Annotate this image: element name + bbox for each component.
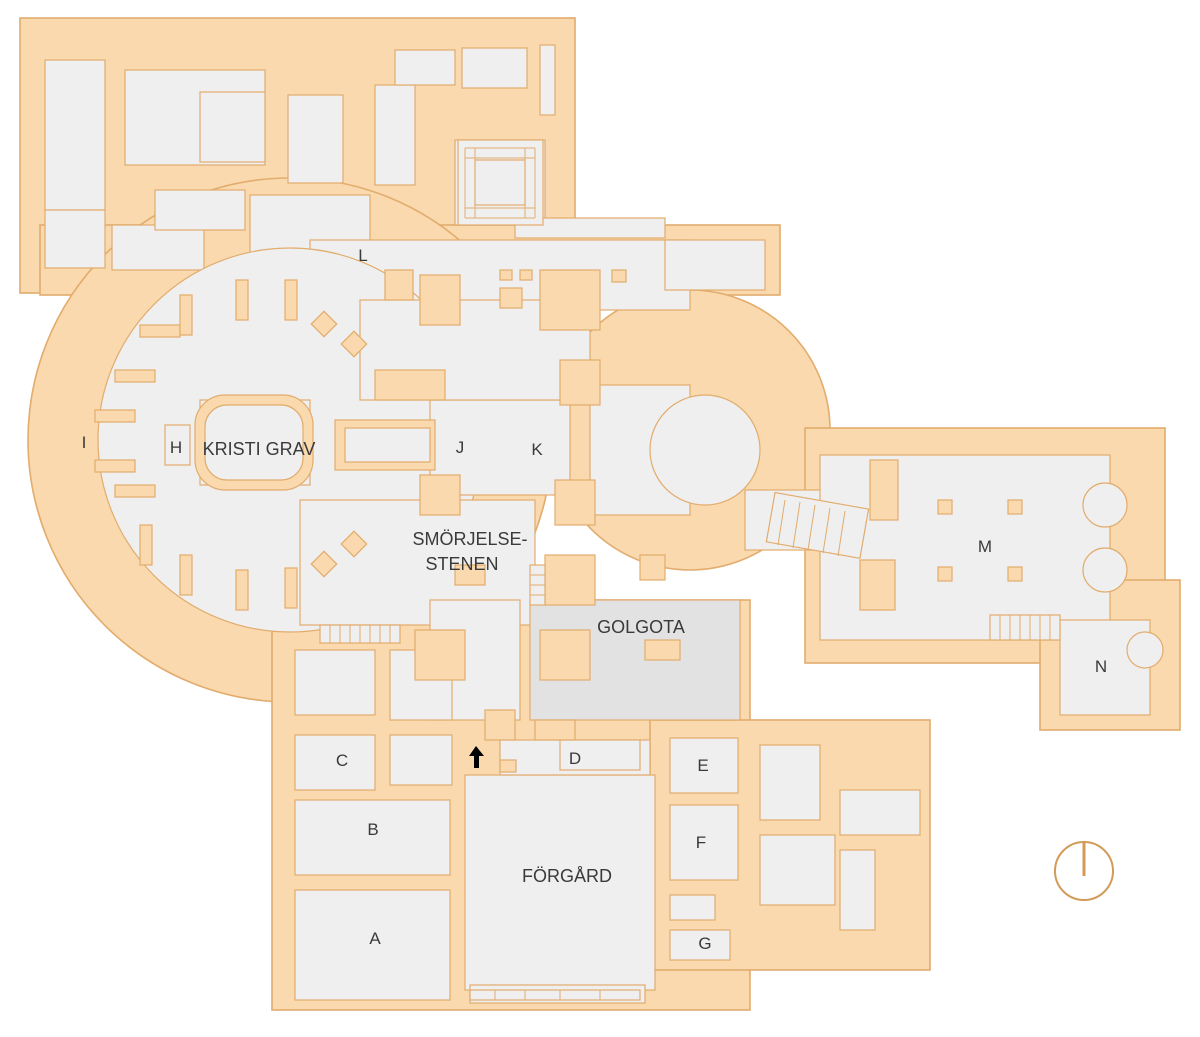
label-b: B bbox=[367, 820, 378, 839]
label-kristi-grav: KRISTI GRAV bbox=[203, 439, 316, 459]
room-labels: KRISTI GRAV SMÖRJELSE- STENEN GOLGOTA FÖ… bbox=[82, 246, 1108, 953]
label-l: L bbox=[358, 246, 367, 265]
label-i: I bbox=[82, 433, 87, 452]
label-smorjelse-line2: STENEN bbox=[425, 554, 498, 574]
piers bbox=[94, 269, 1023, 773]
label-golgota: GOLGOTA bbox=[597, 617, 685, 637]
label-d: D bbox=[569, 749, 581, 768]
label-forgard: FÖRGÅRD bbox=[522, 866, 612, 886]
label-a: A bbox=[369, 929, 381, 948]
label-c: C bbox=[336, 751, 348, 770]
label-k: K bbox=[531, 440, 543, 459]
room-interiors bbox=[44, 44, 1164, 1004]
label-j: J bbox=[456, 438, 465, 457]
label-m: M bbox=[978, 537, 992, 556]
compass-north-icon bbox=[1054, 841, 1114, 901]
label-h: H bbox=[170, 438, 182, 457]
label-n: N bbox=[1095, 657, 1107, 676]
label-smorjelse-line1: SMÖRJELSE- bbox=[412, 529, 527, 549]
arrow-up-icon bbox=[469, 746, 484, 768]
stairs bbox=[319, 139, 1061, 1001]
label-g: G bbox=[698, 934, 711, 953]
label-f: F bbox=[696, 833, 706, 852]
label-e: E bbox=[697, 756, 708, 775]
